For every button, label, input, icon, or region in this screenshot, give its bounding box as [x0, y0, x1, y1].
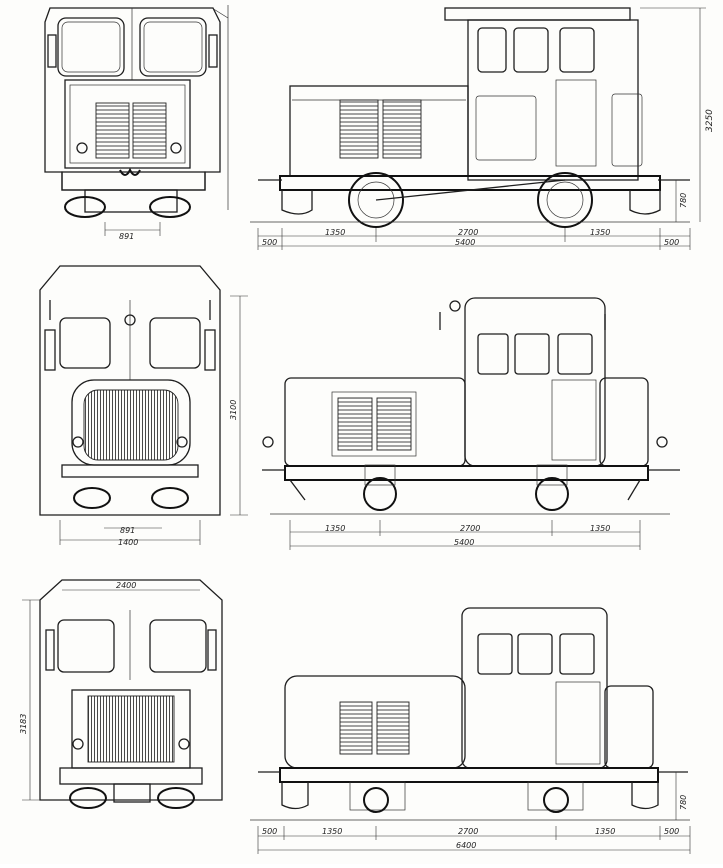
row3-buffer-height-dim: 780 [679, 795, 688, 810]
row3-seg-2: 2700 [458, 827, 478, 836]
row2-front-height-dim: 3100 [229, 400, 238, 420]
row3-front-view: 2400 3183 [19, 579, 223, 809]
row2-front-view: 3100 891 1400 [39, 265, 248, 547]
row3-overhang-right: 500 [664, 827, 679, 836]
row2-seg-1: 1350 [325, 524, 345, 533]
row2-seg-2: 2700 [460, 524, 480, 533]
row3-side-view: 500 1350 2700 1350 500 6400 780 [250, 607, 691, 854]
row3-front-top-width-dim: 2400 [116, 581, 136, 590]
row2-front-total-width-dim: 1400 [118, 538, 138, 547]
row1-buffer-height-dim: 780 [679, 193, 688, 208]
row3-seg-3: 1350 [595, 827, 615, 836]
row2-side-view: 1350 2700 1350 5400 [262, 297, 680, 550]
row1-seg-1: 1350 [325, 228, 345, 237]
row2-seg-3: 1350 [590, 524, 610, 533]
row1-side-view: 1350 2700 1350 5400 500 500 3250 780 [250, 7, 715, 250]
row1-overall: 5400 [455, 238, 475, 247]
row1-seg-3: 1350 [590, 228, 610, 237]
row1-overhang-left: 500 [262, 238, 277, 247]
row3-overhang-left: 500 [262, 827, 277, 836]
row1-overhang-right: 500 [664, 238, 679, 247]
row1-height-dim: 3250 [705, 109, 715, 132]
row1-front-view: 891 [44, 5, 229, 241]
row2-overall: 5400 [454, 538, 474, 547]
row1-seg-2: 2700 [458, 228, 478, 237]
row3-seg-1: 1350 [322, 827, 342, 836]
row1-front-width-dim: 891 [119, 232, 134, 241]
row3-front-height-dim: 3183 [19, 714, 28, 734]
row2-front-width-dim: 891 [120, 526, 135, 535]
row3-overall: 6400 [456, 841, 476, 850]
